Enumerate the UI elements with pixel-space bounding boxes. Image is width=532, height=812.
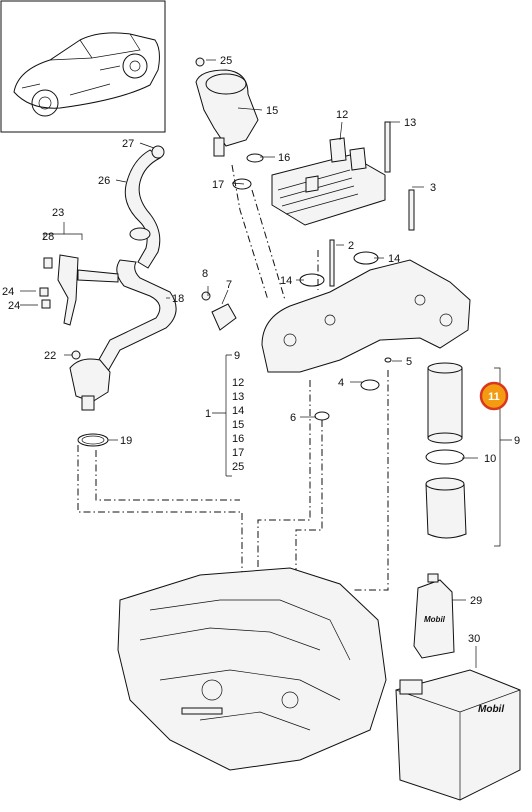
label-2: 2 xyxy=(348,240,354,252)
sensor-parts xyxy=(201,291,237,331)
label-8: 8 xyxy=(202,268,208,280)
label-10: 10 xyxy=(484,453,496,465)
label-17: 17 xyxy=(212,179,224,191)
filter-housing xyxy=(261,239,471,421)
label-22: 22 xyxy=(44,350,56,362)
part-labels: 25 15 12 13 27 16 26 17 3 23 28 2 14 8 1… xyxy=(2,55,520,645)
label-25: 25 xyxy=(220,55,232,67)
group-item: 14 xyxy=(232,405,244,417)
oil-filter-cartridge xyxy=(425,362,467,539)
callout-brackets xyxy=(212,354,512,547)
label-30: 30 xyxy=(468,633,480,645)
oil-canister xyxy=(395,669,521,801)
label-5: 5 xyxy=(406,356,412,368)
label-24a: 24 xyxy=(2,286,14,298)
label-15: 15 xyxy=(266,105,278,117)
label-29: 29 xyxy=(470,595,482,607)
label-14a: 14 xyxy=(280,275,292,287)
coolant-hose xyxy=(91,145,177,379)
bottle-brand: Mobil xyxy=(424,615,446,624)
label-23: 23 xyxy=(52,207,64,219)
group-item: 12 xyxy=(232,377,244,389)
highlight-part-11[interactable]: 11 xyxy=(479,381,509,411)
label-13: 13 xyxy=(404,117,416,129)
bracket-assembly xyxy=(39,222,119,326)
label-24b: 24 xyxy=(8,300,20,312)
label-3: 3 xyxy=(430,182,436,194)
label-18: 18 xyxy=(172,293,184,305)
label-12: 12 xyxy=(336,109,348,121)
label-28: 28 xyxy=(42,231,54,243)
group-item: 9 xyxy=(234,350,240,362)
group-1-list: 9 12 13 14 15 16 17 25 xyxy=(232,350,244,473)
assembly-lines xyxy=(77,164,389,600)
leader-lines xyxy=(20,59,478,668)
engine-block xyxy=(117,567,387,771)
label-4: 4 xyxy=(338,377,344,389)
label-26: 26 xyxy=(98,175,110,187)
thermostat-housing xyxy=(69,350,111,447)
label-16: 16 xyxy=(278,152,290,164)
label-9: 9 xyxy=(514,435,520,447)
label-27: 27 xyxy=(122,138,134,150)
group-item: 13 xyxy=(232,391,244,403)
group-item: 16 xyxy=(232,433,244,445)
canister-brand: Mobil xyxy=(478,704,504,715)
label-14b: 14 xyxy=(388,253,400,265)
oil-filler-neck xyxy=(195,57,264,190)
oil-bottle xyxy=(413,573,455,659)
label-11: 11 xyxy=(488,391,500,403)
label-6: 6 xyxy=(290,412,296,424)
car-thumbnail xyxy=(0,0,166,133)
oil-cooler xyxy=(271,121,415,231)
group-item: 25 xyxy=(232,461,244,473)
group-item: 17 xyxy=(232,447,244,459)
group-item: 15 xyxy=(232,419,244,431)
label-19: 19 xyxy=(120,435,132,447)
label-1: 1 xyxy=(205,408,211,420)
label-7: 7 xyxy=(226,279,232,291)
